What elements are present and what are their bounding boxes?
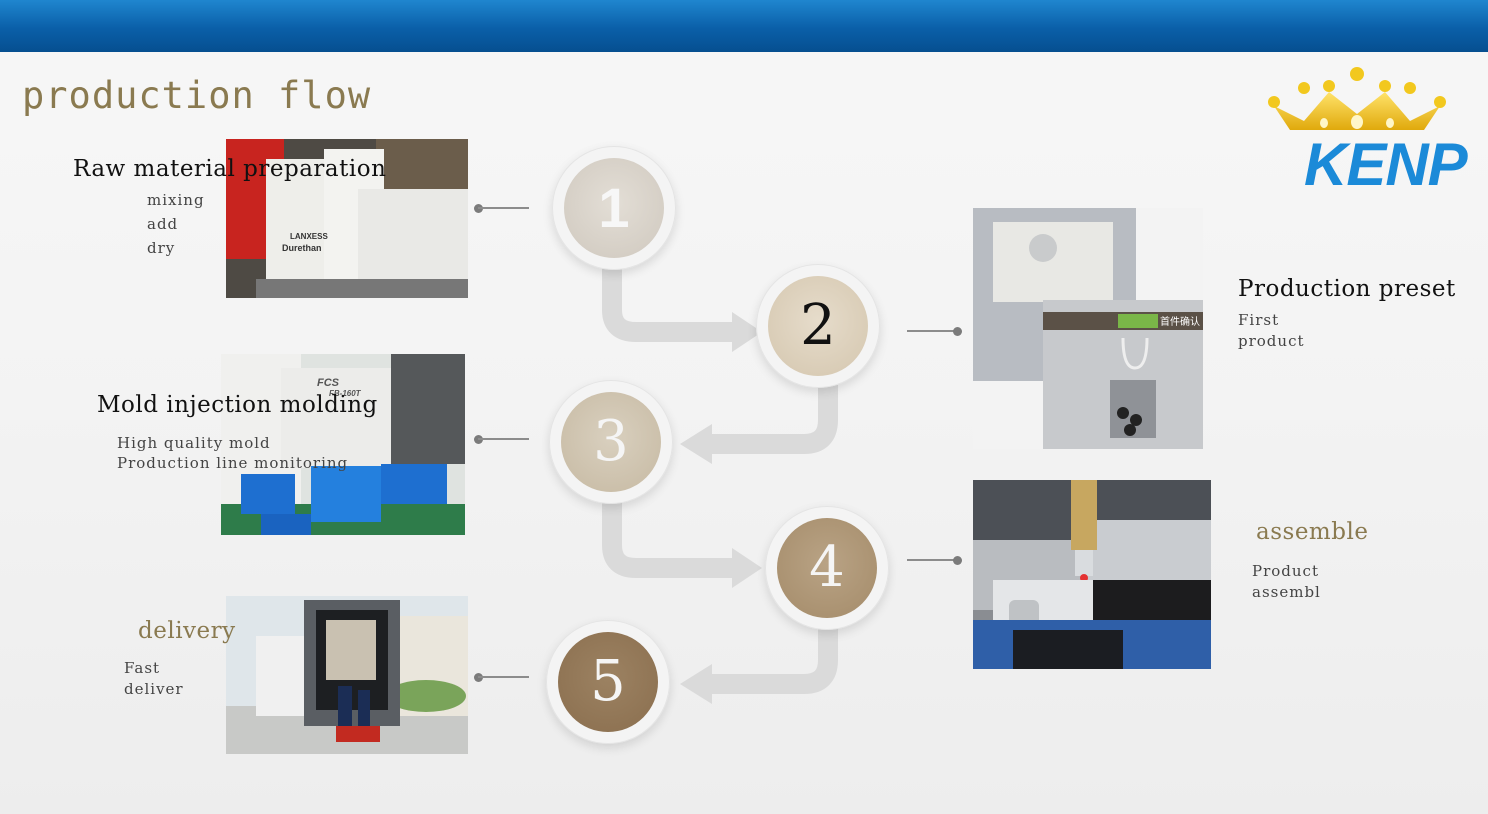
- photo-label-model: FB-160T: [329, 389, 362, 398]
- step-5-photo: [226, 596, 468, 754]
- step-5-heading: delivery: [138, 618, 236, 644]
- connector-line: [478, 676, 529, 678]
- step-3-circle: 3: [549, 380, 673, 504]
- step-4-circle: 4: [765, 506, 889, 630]
- kenp-logo: KENP: [1244, 66, 1470, 198]
- photo-label-durethan: Durethan: [282, 243, 322, 253]
- connector-line: [907, 559, 957, 561]
- step-5-circle: 5: [546, 620, 670, 744]
- step-3-number: 3: [593, 409, 629, 474]
- step-2-photo: 首件确认: [973, 208, 1203, 449]
- step-5-number: 5: [590, 649, 626, 714]
- page-title: production flow: [22, 74, 372, 117]
- photo-label-fcs: FCS: [317, 377, 340, 389]
- step-3-details: High quality mold Production line monito…: [117, 434, 349, 472]
- connector-dot: [953, 556, 962, 565]
- step-1-details: mixing add dry: [147, 191, 205, 257]
- step-5-details: Fast deliver: [124, 659, 184, 698]
- step-2-details: First product: [1238, 311, 1305, 350]
- photo-label-lanxess: LANXESS: [290, 232, 328, 241]
- crown-icon: [1268, 67, 1446, 130]
- connector-line: [478, 207, 529, 209]
- photo-label-check: 首件确认: [1160, 315, 1200, 328]
- step-3-heading: Mold injection molding: [97, 392, 378, 418]
- header-bar: [0, 0, 1488, 52]
- step-2-circle: 2: [756, 264, 880, 388]
- step-2-number: 2: [800, 293, 836, 358]
- logo-text: KENP: [1304, 131, 1468, 198]
- connector-line: [907, 330, 957, 332]
- step-4-details: Product assembl: [1252, 562, 1321, 601]
- step-1-heading: Raw material preparation: [73, 156, 387, 182]
- step-2-heading: Production preset: [1238, 276, 1456, 302]
- step-4-photo: [973, 480, 1211, 669]
- step-1-photo: LANXESS Durethan: [226, 139, 468, 298]
- step-4-heading: assemble: [1256, 519, 1369, 545]
- step-4-number: 4: [809, 535, 845, 600]
- step-1-circle: 1: [552, 146, 676, 270]
- connector-line: [478, 438, 529, 440]
- step-3-photo: FCS FB-160T: [221, 354, 465, 535]
- connector-dot: [953, 327, 962, 336]
- step-1-number: 1: [598, 176, 630, 239]
